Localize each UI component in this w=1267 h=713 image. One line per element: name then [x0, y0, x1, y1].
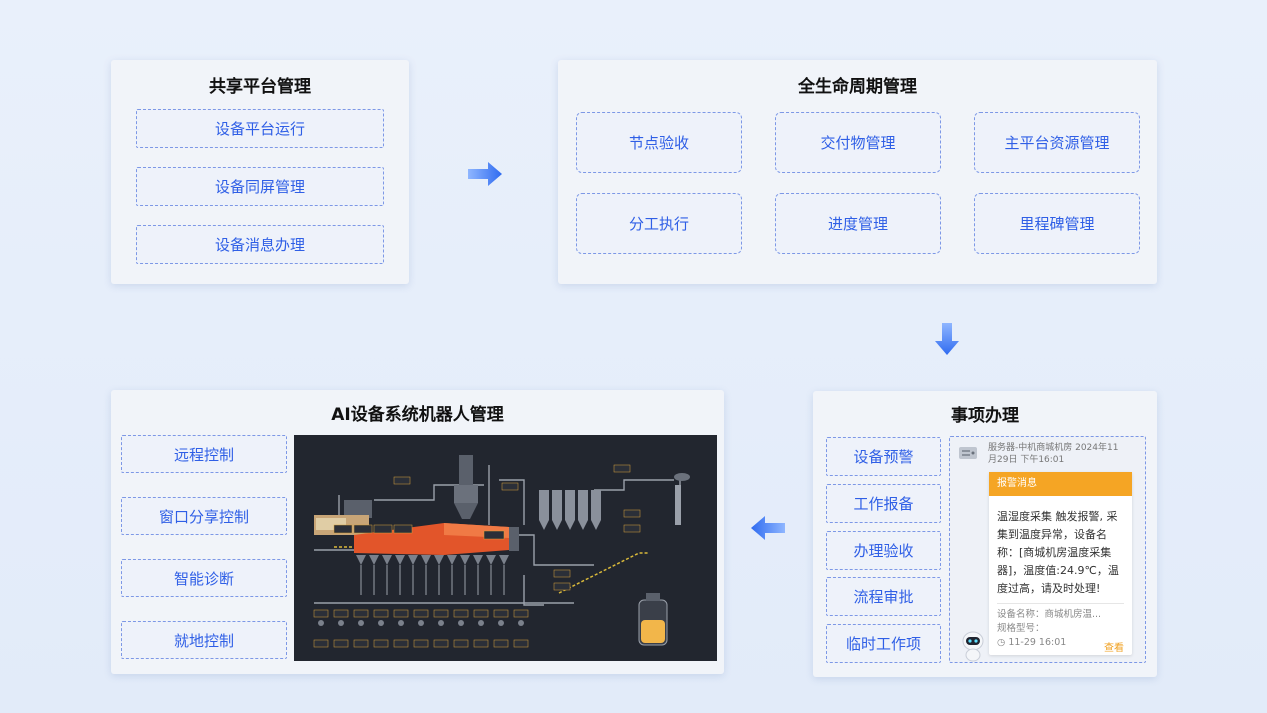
item-milestones[interactable]: 里程碑管理	[974, 193, 1140, 254]
item-window-share[interactable]: 窗口分享控制	[121, 497, 287, 535]
item-work-report[interactable]: 工作报备	[826, 484, 941, 523]
arrow-right-icon	[468, 162, 502, 186]
item-acceptance[interactable]: 办理验收	[826, 531, 941, 570]
clock-icon: ◷	[997, 637, 1009, 648]
alarm-time: 11-29 16:01	[1008, 637, 1067, 648]
device-name: 设备名称：商城机房温...	[997, 609, 1102, 620]
item-approval[interactable]: 流程审批	[826, 577, 941, 616]
item-device-message[interactable]: 设备消息办理	[136, 225, 384, 264]
item-device-warning[interactable]: 设备预警	[826, 437, 941, 476]
robot-avatar-icon	[962, 631, 984, 662]
alarm-body: 温湿度采集 触发报警, 采集到温度异常，设备名称：[商城机房温度采集器]，温度值…	[997, 510, 1119, 595]
panel-title: 全生命周期管理	[798, 77, 917, 97]
alarm-message[interactable]: 报警消息 温湿度采集 触发报警, 采集到温度异常，设备名称：[商城机房温度采集器…	[989, 472, 1132, 655]
item-device-screen-share[interactable]: 设备同屏管理	[136, 167, 384, 206]
item-smart-diagnosis[interactable]: 智能诊断	[121, 559, 287, 597]
item-progress[interactable]: 进度管理	[775, 193, 941, 254]
notification-card: 服务器-中机商城机房 2024年11 月29日 下午16:01 报警消息 温湿度…	[949, 436, 1146, 663]
item-local-control[interactable]: 就地控制	[121, 621, 287, 659]
notification-meta: 服务器-中机商城机房 2024年11 月29日 下午16:01	[988, 443, 1119, 465]
item-deliverables[interactable]: 交付物管理	[775, 112, 941, 173]
matters-panel: 事项办理 设备预警 工作报备 办理验收 流程审批 临时工作项 服务器-中机商城机…	[813, 391, 1157, 677]
item-task-execution[interactable]: 分工执行	[576, 193, 742, 254]
item-temp-work[interactable]: 临时工作项	[826, 624, 941, 663]
panel-title: 共享平台管理	[209, 77, 311, 97]
item-device-platform-run[interactable]: 设备平台运行	[136, 109, 384, 148]
view-link[interactable]: 查看	[1104, 643, 1124, 654]
shared-platform-panel: 共享平台管理 设备平台运行 设备同屏管理 设备消息办理	[111, 60, 409, 284]
scada-process-image	[294, 435, 717, 661]
panel-title: AI设备系统机器人管理	[331, 405, 504, 425]
device-model: 规格型号：	[997, 623, 1045, 634]
item-node-acceptance[interactable]: 节点验收	[576, 112, 742, 173]
alarm-footer: 设备名称：商城机房温... 规格型号： ◷ 11-29 16:01	[997, 608, 1127, 650]
ai-robot-panel: AI设备系统机器人管理 远程控制 窗口分享控制 智能诊断 就地控制	[111, 390, 724, 674]
arrow-left-icon	[751, 516, 785, 540]
item-remote-control[interactable]: 远程控制	[121, 435, 287, 473]
divider	[997, 603, 1124, 604]
lifecycle-panel: 全生命周期管理 节点验收 交付物管理 主平台资源管理 分工执行 进度管理 里程碑…	[558, 60, 1157, 284]
alarm-header: 报警消息	[989, 472, 1132, 496]
item-resource-management[interactable]: 主平台资源管理	[974, 112, 1140, 173]
server-icon	[959, 447, 977, 459]
arrow-down-icon	[935, 323, 959, 355]
panel-title: 事项办理	[951, 406, 1019, 426]
